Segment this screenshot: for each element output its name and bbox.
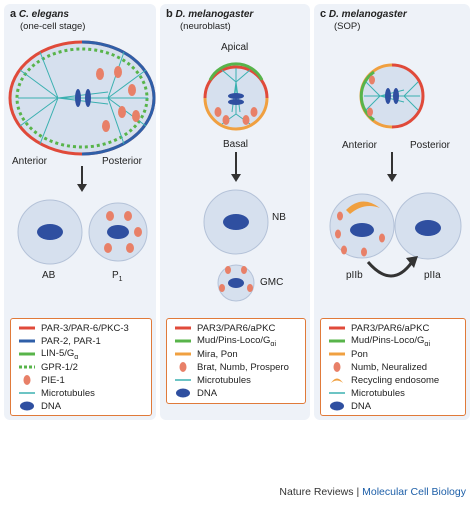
p1-label: P1 bbox=[112, 270, 123, 283]
blue-line-icon bbox=[19, 335, 35, 347]
panel-a-title: a C. elegans bbox=[10, 8, 69, 20]
legend-item: PAR-2, PAR-1 bbox=[19, 335, 101, 347]
panel-b-title: b D. melanogaster bbox=[166, 8, 253, 20]
panel-letter: a bbox=[10, 8, 17, 20]
pink-ellipse-icon bbox=[19, 374, 35, 386]
stage-label: (neuroblast) bbox=[180, 21, 231, 32]
green-line-icon bbox=[329, 335, 345, 347]
dna-ellipse-icon bbox=[175, 387, 191, 399]
piia-label: pIIa bbox=[424, 270, 441, 281]
dna-ellipse-icon bbox=[19, 400, 35, 412]
stage-label: (SOP) bbox=[334, 21, 361, 32]
dna-ellipse-icon bbox=[329, 400, 345, 412]
anterior-label: Anterior bbox=[12, 156, 48, 167]
apical-label: Apical bbox=[221, 42, 249, 53]
species-name: D. melanogaster bbox=[175, 9, 254, 20]
legend-item: GPR-1/2 bbox=[19, 361, 78, 373]
red-line-icon bbox=[329, 322, 345, 334]
panel-letter: b bbox=[166, 8, 173, 20]
legend-item: DNA bbox=[175, 387, 217, 399]
green-line-icon bbox=[175, 335, 191, 347]
journal-credit: Nature Reviews | Molecular Cell Biology bbox=[279, 486, 466, 498]
legend-item: Microtubules bbox=[329, 387, 405, 399]
neuroblast-diagram bbox=[203, 62, 269, 302]
orange-line-icon bbox=[175, 348, 191, 360]
stage-label: (one-cell stage) bbox=[20, 21, 86, 32]
legend-item: Numb, Neuralized bbox=[329, 361, 427, 373]
teal-line-icon bbox=[329, 387, 345, 399]
orange-crescent-icon bbox=[329, 374, 345, 386]
red-line-icon bbox=[175, 322, 191, 334]
teal-line-icon bbox=[19, 387, 35, 399]
panel-letter: c bbox=[320, 8, 327, 20]
anterior-label: Anterior bbox=[342, 140, 378, 151]
legend-b: PAR3/PAR6/aPKC Mud/Pins-Loco/Gαi Mira, P… bbox=[166, 318, 306, 404]
legend-item: PAR3/PAR6/aPKC bbox=[329, 322, 429, 334]
legend-item: PAR-3/PAR-6/PKC-3 bbox=[19, 322, 129, 334]
species-name: D. melanogaster bbox=[328, 9, 407, 20]
legend-item: Microtubules bbox=[19, 387, 95, 399]
posterior-label: Posterior bbox=[410, 140, 451, 151]
legend-a: PAR-3/PAR-6/PKC-3 PAR-2, PAR-1 LIN-5/Gα … bbox=[10, 318, 152, 416]
panel-c-title: c D. melanogaster bbox=[320, 8, 407, 20]
teal-line-icon bbox=[175, 374, 191, 386]
species-name: C. elegans bbox=[18, 9, 69, 20]
ab-label: AB bbox=[42, 270, 56, 281]
legend-item: Pon bbox=[329, 348, 368, 360]
red-line-icon bbox=[19, 322, 35, 334]
legend-item: Brat, Numb, Prospero bbox=[175, 361, 289, 373]
legend-item: Mud/Pins-Loco/Gαi bbox=[329, 335, 430, 347]
legend-item: Microtubules bbox=[175, 374, 251, 386]
posterior-label: Posterior bbox=[102, 156, 143, 167]
basal-label: Basal bbox=[223, 139, 249, 150]
pink-ellipse-icon bbox=[329, 361, 345, 373]
c-elegans-zygote-diagram bbox=[8, 40, 156, 265]
legend-item: PIE-1 bbox=[19, 374, 65, 386]
pink-ellipse-icon bbox=[175, 361, 191, 373]
legend-item: Recycling endosome bbox=[329, 374, 439, 386]
legend-c: PAR3/PAR6/aPKC Mud/Pins-Loco/Gαi Pon Num… bbox=[320, 318, 466, 416]
gmc-label: GMC bbox=[260, 277, 284, 288]
journal-name: Nature Reviews bbox=[279, 486, 354, 498]
legend-item: Mira, Pon bbox=[175, 348, 238, 360]
sop-diagram bbox=[329, 63, 462, 278]
nb-label: NB bbox=[272, 212, 286, 223]
orange-line-icon bbox=[329, 348, 345, 360]
legend-item: DNA bbox=[329, 400, 371, 412]
legend-item: LIN-5/Gα bbox=[19, 348, 78, 360]
legend-item: DNA bbox=[19, 400, 61, 412]
credit-separator: | bbox=[356, 486, 360, 498]
journal-section: Molecular Cell Biology bbox=[362, 486, 466, 498]
green-dashed-line-icon bbox=[19, 361, 35, 373]
legend-item: PAR3/PAR6/aPKC bbox=[175, 322, 275, 334]
green-line-icon bbox=[19, 348, 35, 360]
legend-item: Mud/Pins-Loco/Gαi bbox=[175, 335, 276, 347]
piib-label: pIIb bbox=[346, 270, 363, 281]
